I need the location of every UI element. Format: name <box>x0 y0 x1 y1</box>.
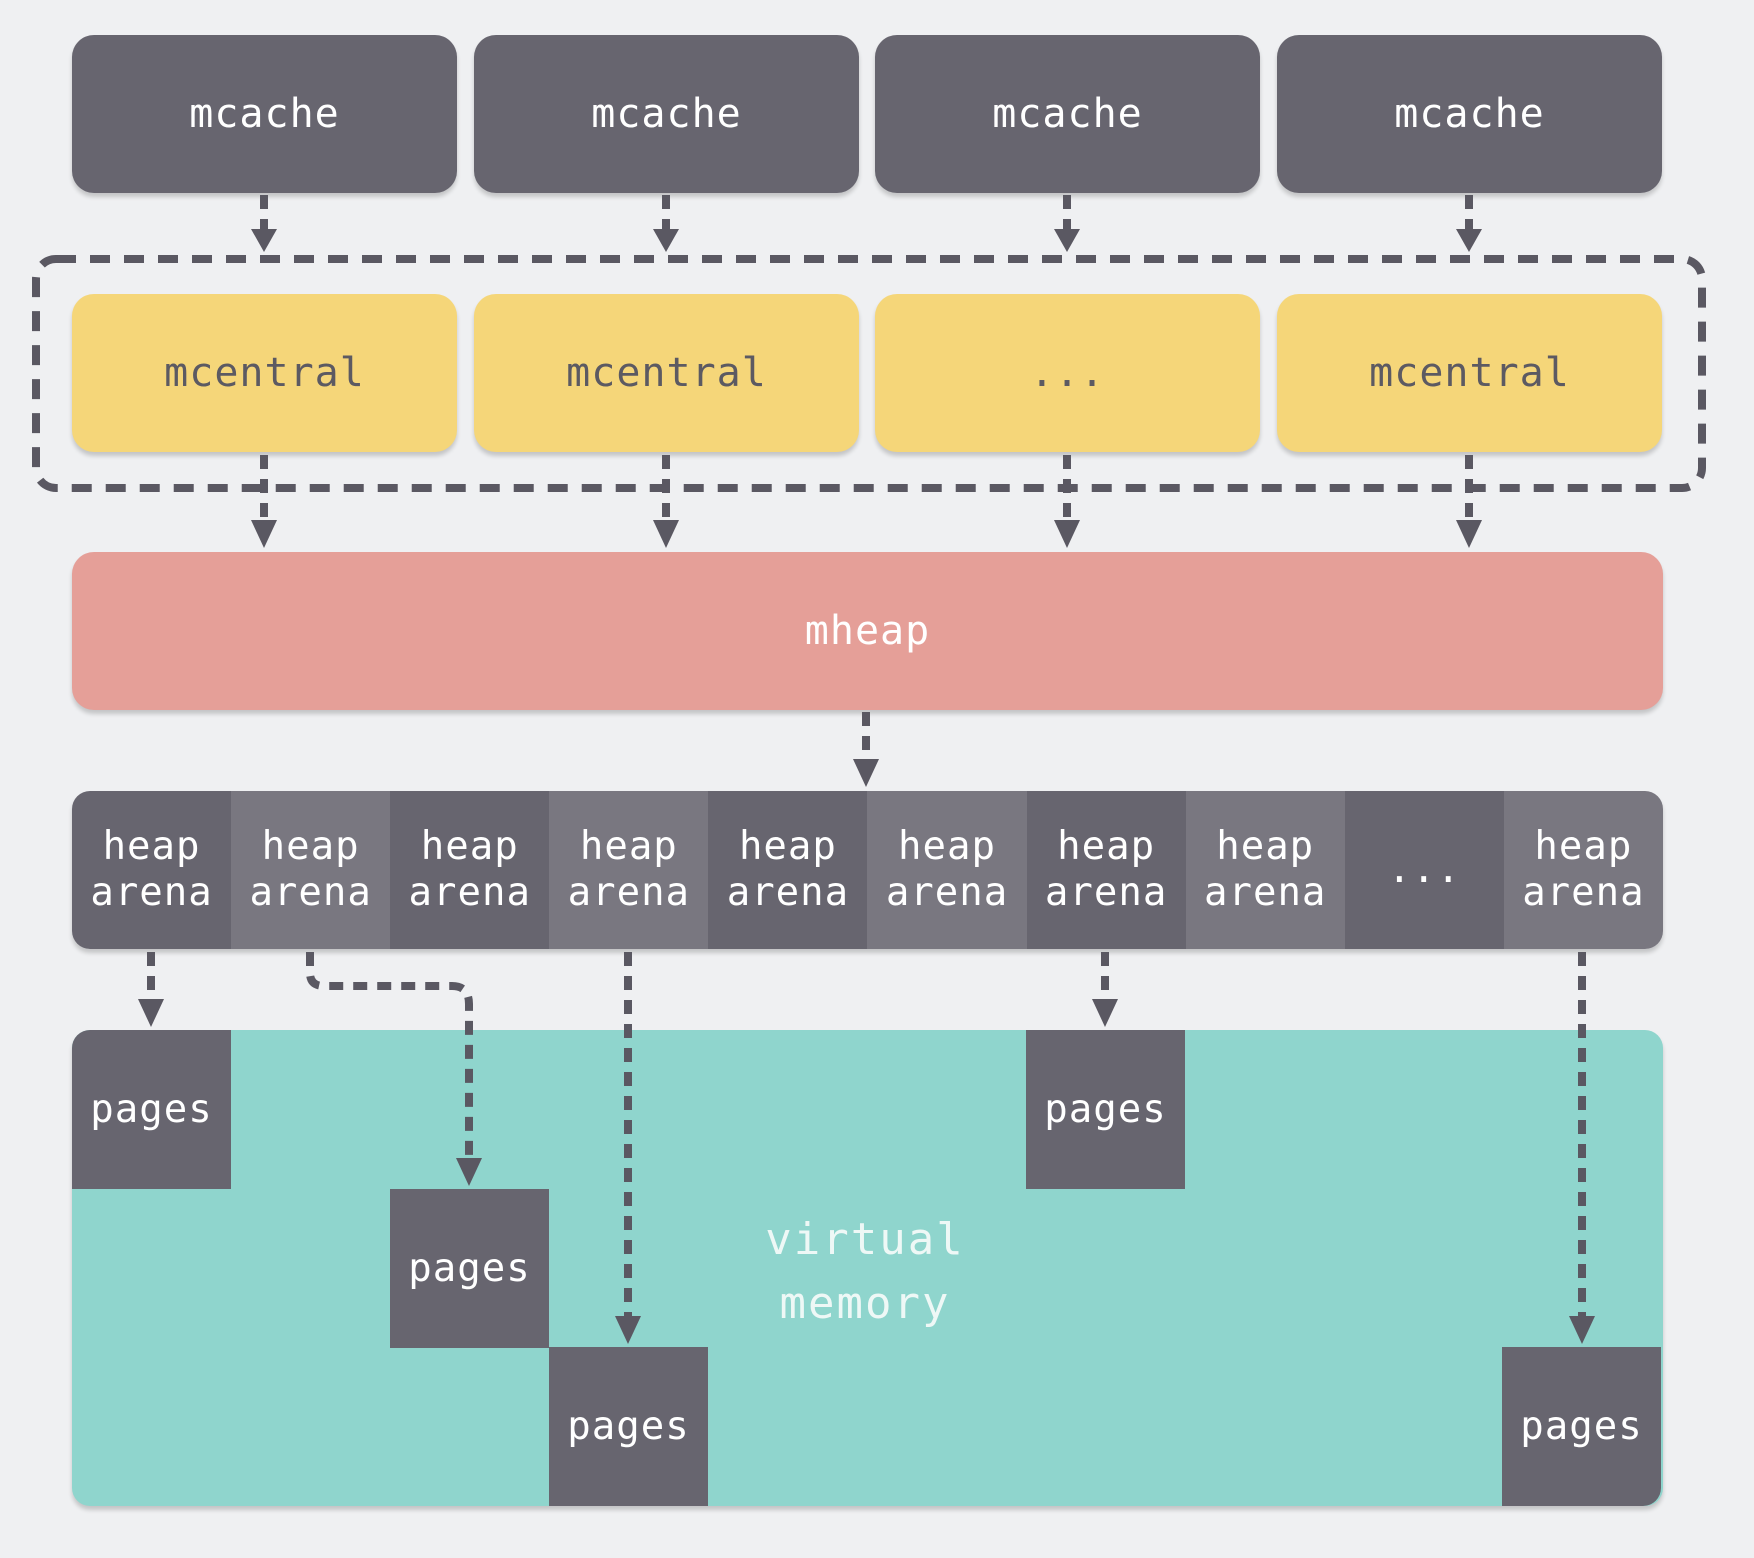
heap-arena-5-line1: heap <box>738 824 837 869</box>
pages-block-5: pages <box>1502 1347 1661 1506</box>
heap-arena-5-line2: arena <box>726 870 850 915</box>
heap-arena-4: heap arena <box>549 791 709 949</box>
virtual-memory-label-line2: memory <box>779 1278 951 1329</box>
heap-arena-8: heap arena <box>1185 791 1345 949</box>
heap-arena-2-line1: heap <box>261 824 360 869</box>
heap-arena-10-line1: heap <box>1534 824 1633 869</box>
arrowhead-mcache-4 <box>1456 229 1482 252</box>
heap-arena-7: heap arena <box>1026 791 1186 949</box>
pages-block-2: pages <box>390 1189 549 1348</box>
heap-arena-8-line2: arena <box>1204 870 1327 915</box>
arrowhead-arena-7 <box>1092 999 1118 1027</box>
heap-arena-ellipsis-line1: ... <box>1387 847 1462 892</box>
arrowhead-mcentral-1 <box>251 520 277 548</box>
heap-arena-2-line2: arena <box>249 870 372 915</box>
mcache-box-4: mcache <box>1277 35 1662 193</box>
arrowhead-mcentral-2 <box>653 520 679 548</box>
heap-arena-3-line2: arena <box>408 870 531 915</box>
mcache-box-3: mcache <box>875 35 1260 193</box>
heap-arena-ellipsis: ... <box>1344 791 1504 949</box>
mheap-box: mheap <box>72 552 1663 710</box>
virtual-memory-label: virtual memory <box>740 1208 990 1336</box>
arrowhead-mcache-1 <box>251 229 277 252</box>
heap-arena-1-line1: heap <box>102 824 201 869</box>
arrowhead-arena-1 <box>138 999 164 1027</box>
heap-arena-7-line1: heap <box>1057 824 1156 869</box>
heap-arena-7-line2: arena <box>1044 870 1168 915</box>
arrowhead-mcache-2 <box>653 229 679 252</box>
pages-block-4: pages <box>1026 1030 1185 1189</box>
arrowhead-mcentral-3 <box>1054 520 1080 548</box>
arrowhead-mcache-3 <box>1054 229 1080 252</box>
heap-arena-3: heap arena <box>390 791 550 949</box>
mcache-box-2: mcache <box>474 35 859 193</box>
heap-arena-10-line2: arena <box>1522 870 1645 915</box>
heap-arena-1-line2: arena <box>90 870 213 915</box>
pages-block-1: pages <box>72 1030 231 1189</box>
mcentral-box-ellipsis: ... <box>875 294 1260 452</box>
virtual-memory-label-line1: virtual <box>765 1214 965 1265</box>
mcentral-box-4: mcentral <box>1277 294 1662 452</box>
mcentral-box-2: mcentral <box>474 294 859 452</box>
heap-arena-6-line2: arena <box>885 870 1009 915</box>
heap-arena-6: heap arena <box>867 791 1027 949</box>
mcache-box-1: mcache <box>72 35 457 193</box>
heap-arena-6-line1: heap <box>898 824 996 869</box>
heap-arena-row: heap arena heap arena heap arena heap ar… <box>72 791 1663 949</box>
heap-arena-2: heap arena <box>231 791 391 949</box>
heap-arena-3-line1: heap <box>420 824 519 869</box>
heap-arena-1: heap arena <box>72 791 232 949</box>
arrowhead-mcentral-4 <box>1456 520 1482 548</box>
heap-arena-8-line1: heap <box>1216 824 1315 869</box>
mcentral-box-1: mcentral <box>72 294 457 452</box>
pages-block-3: pages <box>549 1347 708 1506</box>
heap-arena-4-line2: arena <box>567 870 691 915</box>
heap-arena-4-line1: heap <box>579 824 678 869</box>
heap-arena-5: heap arena <box>708 791 868 949</box>
arrowhead-mheap <box>853 759 879 787</box>
heap-arena-10: heap arena <box>1503 791 1663 949</box>
